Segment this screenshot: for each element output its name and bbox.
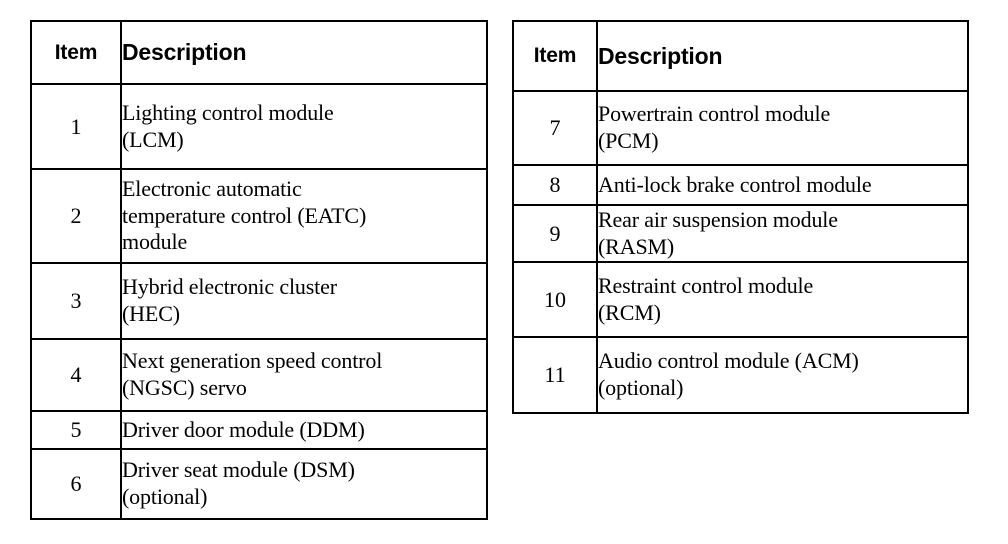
cell-description: Powertrain control module (PCM) bbox=[596, 90, 969, 166]
description-line: module bbox=[122, 229, 188, 255]
description-line: (HEC) bbox=[122, 301, 180, 326]
table-row: 9 Rear air suspension module (RASM) bbox=[512, 204, 969, 263]
table-header-row: Item Description bbox=[30, 20, 488, 85]
cell-description: Next generation speed control (NGSC) ser… bbox=[120, 338, 488, 412]
cell-description: Rear air suspension module (RASM) bbox=[596, 204, 969, 263]
table-row: 2 Electronic automatic temperature contr… bbox=[30, 168, 488, 264]
description-line: (PCM) bbox=[598, 128, 659, 153]
table-row: 5 Driver door module (DDM) bbox=[30, 410, 488, 450]
column-header-item: Item bbox=[512, 20, 598, 92]
table-row: 3 Hybrid electronic cluster (HEC) bbox=[30, 262, 488, 340]
description-line: Lighting control module bbox=[122, 99, 334, 125]
cell-description: Hybrid electronic cluster (HEC) bbox=[120, 262, 488, 340]
cell-item-number: 5 bbox=[30, 410, 122, 450]
cell-description: Anti-lock brake control module bbox=[596, 164, 969, 206]
table-row: 8 Anti-lock brake control module bbox=[512, 164, 969, 206]
cell-description: Audio control module (ACM) (optional) bbox=[596, 336, 969, 414]
cell-item-number: 8 bbox=[512, 164, 598, 206]
description-line: Rear air suspension module bbox=[598, 206, 838, 232]
table-row: 6 Driver seat module (DSM) (optional) bbox=[30, 448, 488, 520]
description-line: Hybrid electronic cluster bbox=[122, 274, 337, 300]
description-line: (LCM) bbox=[122, 126, 184, 152]
cell-description: Restraint control module (RCM) bbox=[596, 261, 969, 338]
cell-item-number: 3 bbox=[30, 262, 122, 340]
description-line: (RCM) bbox=[598, 299, 661, 325]
cell-item-number: 11 bbox=[512, 336, 598, 414]
cell-item-number: 4 bbox=[30, 338, 122, 412]
description-line: (optional) bbox=[122, 484, 208, 509]
description-line: (NGSC) servo bbox=[122, 375, 247, 400]
cell-item-number: 2 bbox=[30, 168, 122, 264]
cell-description: Driver seat module (DSM) (optional) bbox=[120, 448, 488, 520]
module-legend-table-right: Item Description 7 Powertrain control mo… bbox=[512, 20, 969, 414]
cell-description: Electronic automatic temperature control… bbox=[120, 168, 488, 264]
column-header-description: Description bbox=[596, 20, 969, 92]
cell-item-number: 1 bbox=[30, 83, 122, 170]
description-line: Anti-lock brake control module bbox=[598, 171, 872, 197]
description-line: Restraint control module bbox=[598, 272, 814, 298]
description-line: Audio control module (ACM) bbox=[598, 348, 859, 374]
description-line: (RASM) bbox=[598, 233, 675, 259]
column-header-description: Description bbox=[120, 20, 488, 85]
module-legend-table-left: Item Description 1 Lighting control modu… bbox=[30, 20, 488, 520]
cell-description: Driver door module (DDM) bbox=[120, 410, 488, 450]
description-line: temperature control (EATC) bbox=[122, 202, 367, 228]
cell-item-number: 10 bbox=[512, 261, 598, 338]
description-line: Powertrain control module bbox=[598, 101, 831, 127]
cell-description: Lighting control module (LCM) bbox=[120, 83, 488, 170]
description-line: Next generation speed control bbox=[122, 348, 383, 374]
cell-item-number: 6 bbox=[30, 448, 122, 520]
table-header-row: Item Description bbox=[512, 20, 969, 92]
table-row: 11 Audio control module (ACM) (optional) bbox=[512, 336, 969, 414]
cell-item-number: 7 bbox=[512, 90, 598, 166]
table-row: 4 Next generation speed control (NGSC) s… bbox=[30, 338, 488, 412]
table-row: 7 Powertrain control module (PCM) bbox=[512, 90, 969, 166]
column-header-item: Item bbox=[30, 20, 122, 85]
table-row: 1 Lighting control module (LCM) bbox=[30, 83, 488, 170]
description-line: Electronic automatic bbox=[122, 175, 302, 201]
description-line: (optional) bbox=[598, 375, 684, 400]
table-row: 10 Restraint control module (RCM) bbox=[512, 261, 969, 338]
cell-item-number: 9 bbox=[512, 204, 598, 263]
description-line: Driver door module (DDM) bbox=[122, 416, 365, 442]
description-line: Driver seat module (DSM) bbox=[122, 457, 355, 483]
